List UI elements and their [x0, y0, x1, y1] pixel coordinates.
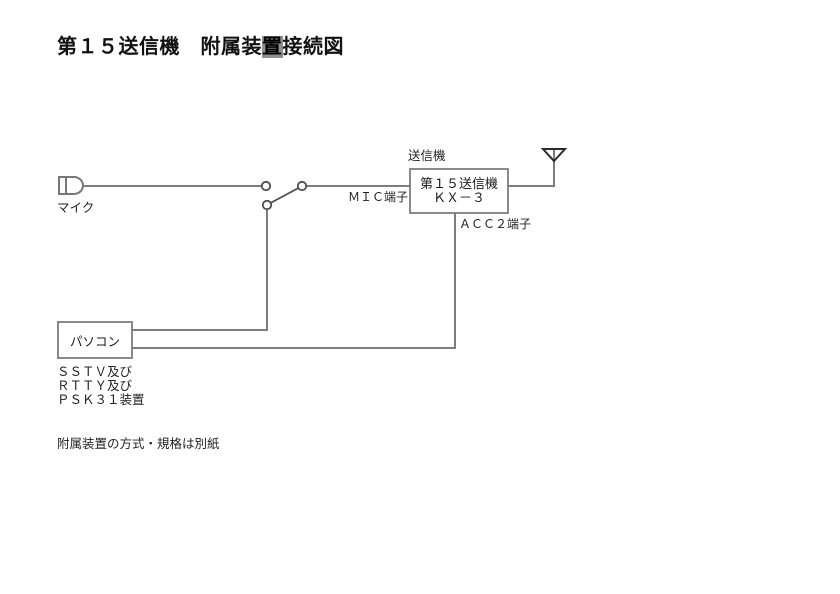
switch-contact-transmitter — [296, 180, 308, 192]
title-highlighted-char: 置 — [262, 36, 283, 58]
switch-blade — [270, 187, 299, 204]
changeover-switch — [260, 180, 308, 211]
transmitter-caption: 送信機 — [408, 149, 446, 163]
title-text-tail: 接続図 — [282, 36, 344, 58]
transmitter-box-text: 第１５送信機 ＫＸ－３ — [410, 169, 508, 213]
footnote: 附属装置の方式・規格は別紙 — [57, 437, 220, 451]
pc-devices-list: ＳＳＴＶ及び ＲＴＴＹ及び ＰＳＫ３１装置 — [57, 365, 145, 407]
page-title: 第１５送信機 附属装置接続図 — [57, 30, 344, 59]
antenna-icon — [540, 148, 568, 163]
acc2-to-pc-wire — [132, 213, 456, 349]
transmitter-model: ＫＸ－３ — [432, 190, 485, 205]
transmitter-name: 第１５送信機 — [419, 175, 498, 191]
pc-box-label: パソコン — [69, 334, 120, 349]
pc-device-sstv: ＳＳＴＶ及び — [57, 365, 133, 379]
pc-device-psk31: ＰＳＫ３１装置 — [57, 392, 145, 407]
mic-terminal-label: ＭＩＣ端子 — [347, 190, 408, 204]
microphone-icon-divider — [65, 178, 67, 193]
acc2-terminal-label: ＡＣＣ２端子 — [459, 217, 532, 231]
mic-label: マイク — [57, 201, 95, 215]
switch-to-pc-wire — [132, 209, 268, 331]
title-text-head: 第１５送信機 附属装 — [57, 36, 262, 58]
switch-contact-mic — [260, 180, 272, 192]
pc-box — [57, 321, 133, 359]
microphone-icon — [58, 176, 84, 195]
pc-device-rtty: ＲＴＴＹ及び — [57, 378, 133, 393]
transmitter-box — [409, 168, 509, 214]
switch-contact-pc — [261, 199, 273, 211]
